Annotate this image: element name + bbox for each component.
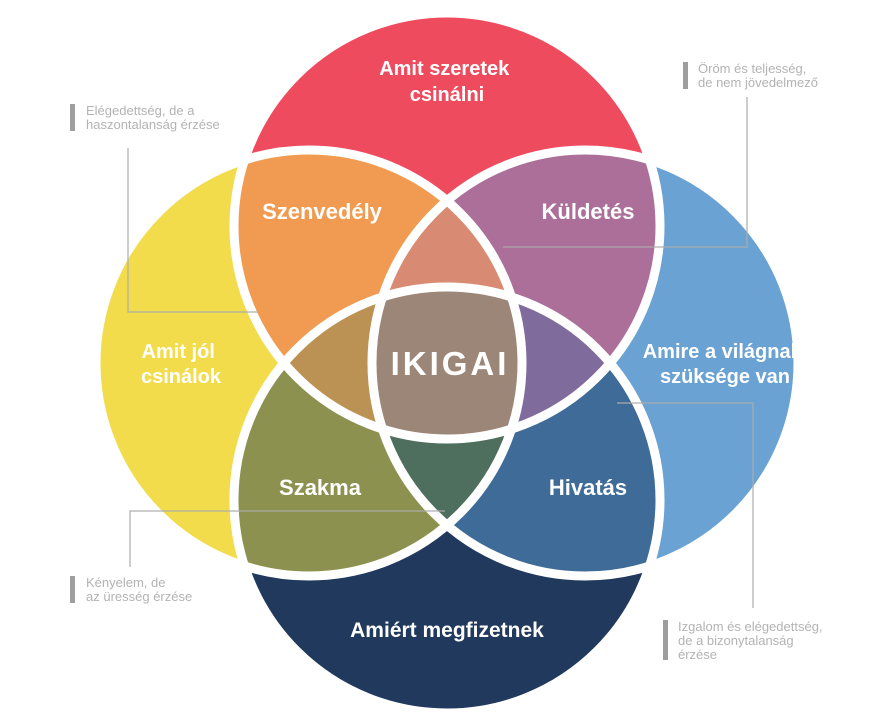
- outline-bottom-circle: [229, 282, 665, 717]
- note-top-right: Öröm és teljesség, de nem jövedelmező: [698, 61, 818, 90]
- note-bar-top-left: [70, 104, 75, 131]
- connector-top-left: [127, 148, 258, 313]
- note-bar-bottom-right: [663, 620, 668, 660]
- wedge-right: [372, 287, 660, 439]
- label-what-you-are-good-at: Amit jól csinálok: [141, 341, 222, 388]
- label-vocation: Hivatás: [549, 475, 627, 500]
- note-bar-top-right: [683, 62, 688, 89]
- wedge-top: [372, 150, 522, 439]
- connector-bottom-right: [617, 402, 754, 608]
- wedge-left: [234, 287, 522, 439]
- label-ikigai: IKIGAI: [391, 345, 510, 382]
- label-mission: Küldetés: [542, 199, 635, 224]
- outline-right-circle: [367, 145, 803, 581]
- outline-left-circle: [91, 145, 527, 581]
- label-what-you-are-paid-for: Amiért megfizetnek: [350, 619, 544, 642]
- note-bottom-right: Izgalom és elégedettség, de a bizonytala…: [678, 619, 826, 662]
- label-what-you-love: Amit szeretek csinálni: [379, 58, 515, 106]
- wedge-bottom: [372, 287, 522, 576]
- label-passion: Szenvedély: [262, 199, 383, 224]
- connector-top-right: [503, 97, 748, 248]
- label-what-the-world-needs: Amire a világnak szüksége van: [643, 341, 808, 388]
- note-top-left: Elégedettség, de a haszontalanság érzése: [86, 103, 220, 132]
- label-profession: Szakma: [279, 475, 362, 500]
- note-bar-bottom-left: [70, 576, 75, 603]
- connector-bottom-left: [129, 510, 445, 567]
- note-bottom-left: Kényelem, de az üresség érzése: [86, 575, 192, 604]
- outline-top-circle: [229, 8, 665, 444]
